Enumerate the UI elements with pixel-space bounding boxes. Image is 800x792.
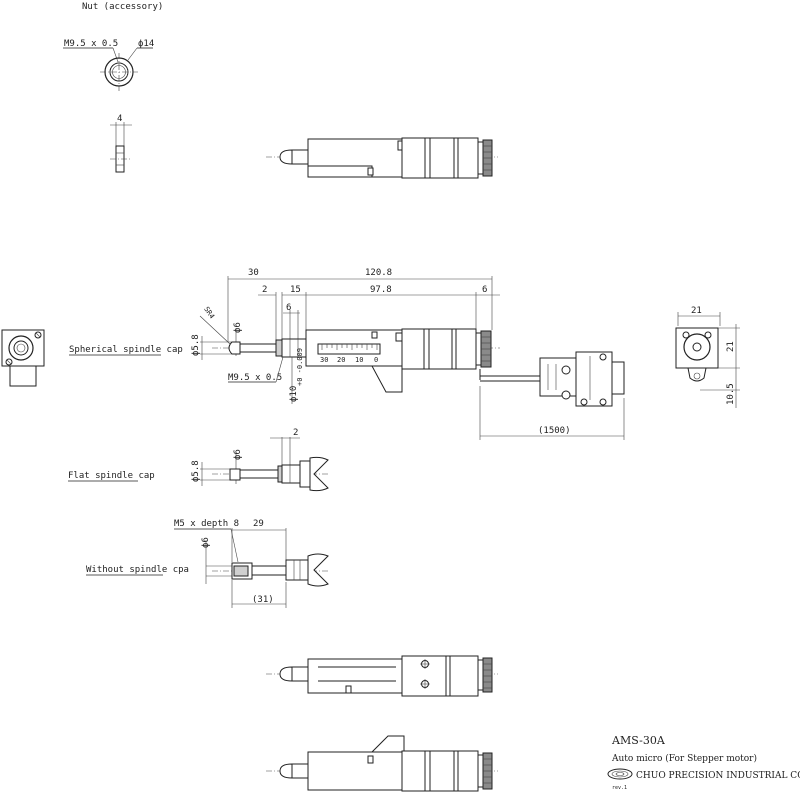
revision: rev.1 [612, 785, 627, 791]
flat-dim-2: 2 [293, 428, 298, 438]
nut-accessory: Nut (accessory) M9.5 x 0.5 ϕ14 4 [63, 2, 163, 173]
main-view: 30 120.8 2 15 97.8 6 6 SR4 ϕ6 ϕ5.8 [191, 268, 625, 440]
dim-phi6: ϕ6 [233, 322, 243, 333]
scale-label-10: 10 [355, 356, 363, 364]
without-cap-view: M5 x depth 8 29 ϕ6 (31) [174, 519, 330, 608]
model-number: AMS-30A [611, 734, 666, 747]
right-end-view: 21 21 10.5 [675, 306, 740, 408]
cable-connector [539, 351, 625, 407]
flat-cap-view: 2 ϕ6 ϕ5.8 [191, 428, 330, 492]
dim-phi5-8: ϕ5.8 [191, 334, 201, 356]
spherical-spindle-cap [228, 341, 241, 355]
dim-120-8: 120.8 [365, 268, 392, 278]
end-dim-21-side: 21 [726, 341, 736, 352]
end-dim-21-top: 21 [691, 306, 702, 316]
cap-labels: Spherical spindle cap Flat spindle cap W… [68, 345, 189, 576]
dim-cable-length: (1500) [538, 426, 571, 436]
dim-15: 15 [290, 285, 301, 295]
scale-label-20: 20 [337, 356, 345, 364]
scale-label-30: 30 [320, 356, 328, 364]
dim-phi10: ϕ10 [289, 386, 299, 402]
top-view [266, 137, 498, 179]
nut-diameter-label: ϕ14 [138, 39, 154, 49]
label-flat-cap: Flat spindle cap [68, 471, 155, 481]
without-dim-31: (31) [252, 595, 274, 605]
company-logo [607, 768, 633, 780]
dim-30: 30 [248, 268, 259, 278]
bottom-view-b [266, 735, 498, 792]
nut-thickness-label: 4 [117, 114, 122, 124]
flat-dim-phi6: ϕ6 [233, 449, 243, 460]
dim-phi10-tolerance: +0 -0.009 [296, 348, 304, 386]
scale [317, 343, 381, 355]
dim-6-right: 6 [482, 285, 487, 295]
nut-title: Nut (accessory) [82, 2, 163, 12]
dim-97-8: 97.8 [370, 285, 392, 295]
scale-label-0: 0 [374, 356, 378, 364]
dim-sr4: SR4 [202, 305, 216, 320]
end-dim-10-5: 10.5 [726, 383, 736, 405]
without-dim-29: 29 [253, 519, 264, 529]
model-description: Auto micro (For Stepper motor) [611, 753, 757, 764]
left-end-view [1, 329, 45, 387]
label-spherical-cap: Spherical spindle cap [69, 345, 183, 355]
nut-thread-label: M9.5 x 0.5 [64, 39, 118, 49]
label-without-cap: Without spindle cpa [86, 565, 189, 575]
flat-dim-phi5-8: ϕ5.8 [191, 460, 201, 482]
title-block: AMS-30A Auto micro (For Stepper motor) C… [607, 734, 800, 791]
company-name: CHUO PRECISION INDUSTRIAL CO.,LTD. [636, 771, 800, 781]
without-thread-label: M5 x depth 8 [174, 519, 239, 529]
dim-6-inner: 6 [286, 303, 291, 313]
bottom-view-a [266, 655, 498, 697]
main-thread-label: M9.5 x 0.5 [228, 373, 282, 383]
dim-2: 2 [262, 285, 267, 295]
stepper-motor [401, 328, 477, 370]
